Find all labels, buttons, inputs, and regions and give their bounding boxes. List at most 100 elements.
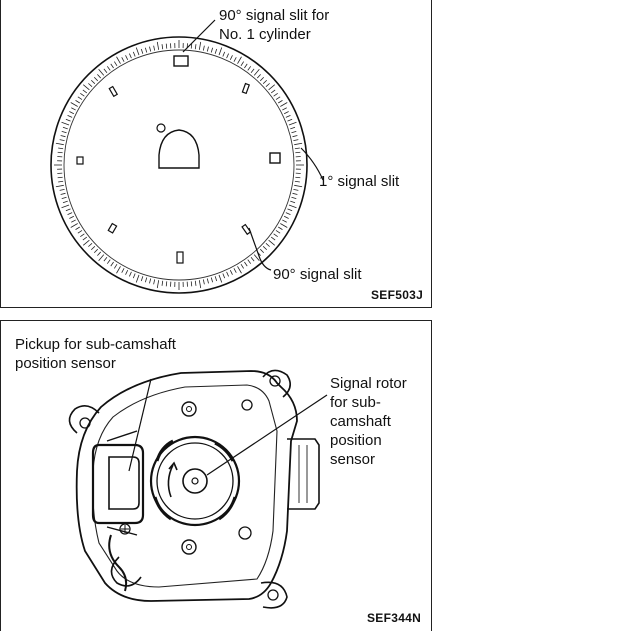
- leader-no1-slit: [183, 20, 215, 52]
- one-degree-slit: [68, 213, 73, 215]
- one-degree-slit: [56, 143, 64, 144]
- one-degree-slit: [157, 42, 158, 50]
- ninety-degree-slit: [108, 224, 116, 233]
- one-degree-slit: [244, 262, 247, 266]
- one-degree-slit: [254, 69, 259, 75]
- ninety-degree-slit: [242, 84, 249, 94]
- one-degree-slit: [107, 260, 110, 264]
- one-degree-slit: [284, 216, 288, 218]
- one-degree-slit: [63, 201, 68, 203]
- one-degree-slit: [294, 143, 302, 144]
- one-degree-slit: [227, 54, 229, 59]
- one-degree-slit: [58, 152, 63, 153]
- one-degree-slit: [80, 234, 84, 237]
- one-degree-slit: [199, 280, 200, 288]
- one-degree-slit: [83, 240, 89, 245]
- one-degree-slit: [276, 230, 280, 233]
- label-1deg-slit: 1° signal slit: [319, 172, 399, 191]
- figure-code-bottom: SEF344N: [367, 611, 421, 625]
- one-degree-slit: [129, 272, 131, 277]
- one-degree-slit: [71, 224, 78, 228]
- one-degree-slit: [251, 257, 254, 261]
- one-degree-slit: [211, 277, 212, 282]
- one-degree-slit: [278, 100, 282, 103]
- one-degree-slit: [191, 281, 192, 286]
- one-degree-slit: [293, 140, 298, 141]
- one-degree-slit: [60, 140, 65, 141]
- one-degree-slit: [278, 227, 282, 230]
- one-degree-slit: [223, 52, 225, 57]
- one-degree-slit: [107, 66, 110, 70]
- one-degree-slit: [207, 279, 208, 284]
- one-degree-slit: [126, 270, 128, 274]
- one-degree-slit: [136, 48, 139, 56]
- one-degree-slit: [207, 47, 208, 52]
- one-degree-slit: [263, 80, 267, 83]
- one-degree-slit: [223, 273, 225, 278]
- one-degree-slit: [97, 74, 100, 78]
- one-degree-slit: [195, 281, 196, 286]
- center-hub: [159, 130, 199, 168]
- harness-connector: [287, 439, 319, 509]
- one-degree-slit: [162, 281, 163, 286]
- one-degree-slit: [68, 115, 73, 117]
- one-degree-slit: [290, 201, 295, 203]
- label-no1-slit: 90° signal slit for No. 1 cylinder: [219, 6, 329, 44]
- one-degree-slit: [99, 255, 104, 261]
- one-degree-slit: [58, 148, 63, 149]
- label-rotor: Signal rotor for sub- camshaft position …: [330, 374, 407, 469]
- one-degree-slit: [269, 85, 275, 90]
- one-degree-slit: [83, 90, 87, 93]
- one-degree-slit: [94, 77, 97, 81]
- one-degree-slit: [269, 240, 275, 245]
- one-degree-slit: [286, 115, 291, 117]
- label-pickup: Pickup for sub-camshaft position sensor: [15, 335, 176, 373]
- one-degree-slit: [78, 230, 82, 233]
- one-degree-slit: [248, 66, 251, 70]
- one-degree-slit: [69, 216, 73, 218]
- one-degree-slit: [78, 97, 82, 100]
- one-degree-slit: [295, 181, 300, 182]
- one-degree-slit: [149, 47, 150, 52]
- one-degree-slit: [97, 252, 100, 256]
- one-degree-slit: [248, 260, 251, 264]
- bolt-hole: [242, 400, 252, 410]
- one-degree-slit: [280, 224, 287, 228]
- signal-plate-panel: 90° signal slit for No. 1 cylinder 1° si…: [0, 0, 432, 308]
- one-degree-slit: [287, 209, 292, 211]
- one-degree-slit: [260, 77, 263, 81]
- one-degree-slit: [117, 266, 121, 273]
- one-degree-slit: [154, 46, 155, 51]
- one-degree-slit: [276, 97, 280, 100]
- one-degree-slit: [61, 193, 66, 194]
- one-degree-slit: [244, 64, 247, 68]
- one-degree-slit: [66, 119, 71, 121]
- one-degree-slit: [293, 135, 298, 136]
- one-degree-slit: [88, 83, 92, 86]
- one-degree-slit: [162, 44, 163, 49]
- one-degree-slit: [271, 90, 275, 93]
- one-degree-slit: [114, 264, 117, 268]
- small-hole: [157, 124, 165, 132]
- one-degree-slit: [219, 48, 222, 56]
- one-degree-slit: [289, 205, 297, 208]
- one-degree-slit: [76, 100, 80, 103]
- one-degree-slit: [60, 189, 65, 190]
- one-degree-slit: [238, 266, 242, 273]
- one-degree-slit: [251, 69, 254, 73]
- one-degree-slit: [83, 85, 89, 90]
- one-degree-slit: [219, 275, 222, 283]
- one-degree-slit: [111, 64, 114, 68]
- one-degree-slit: [293, 189, 298, 190]
- one-degree-slit: [294, 185, 302, 186]
- bolt-hole: [182, 402, 196, 416]
- ninety-degree-slit: [109, 87, 117, 97]
- one-degree-slit: [154, 279, 155, 284]
- one-degree-slit: [114, 62, 117, 66]
- one-degree-slit: [238, 57, 242, 64]
- one-degree-slit: [282, 220, 286, 222]
- one-degree-slit: [274, 234, 278, 237]
- one-degree-slit: [295, 152, 300, 153]
- one-degree-slit: [91, 80, 95, 83]
- one-degree-slit: [263, 246, 267, 249]
